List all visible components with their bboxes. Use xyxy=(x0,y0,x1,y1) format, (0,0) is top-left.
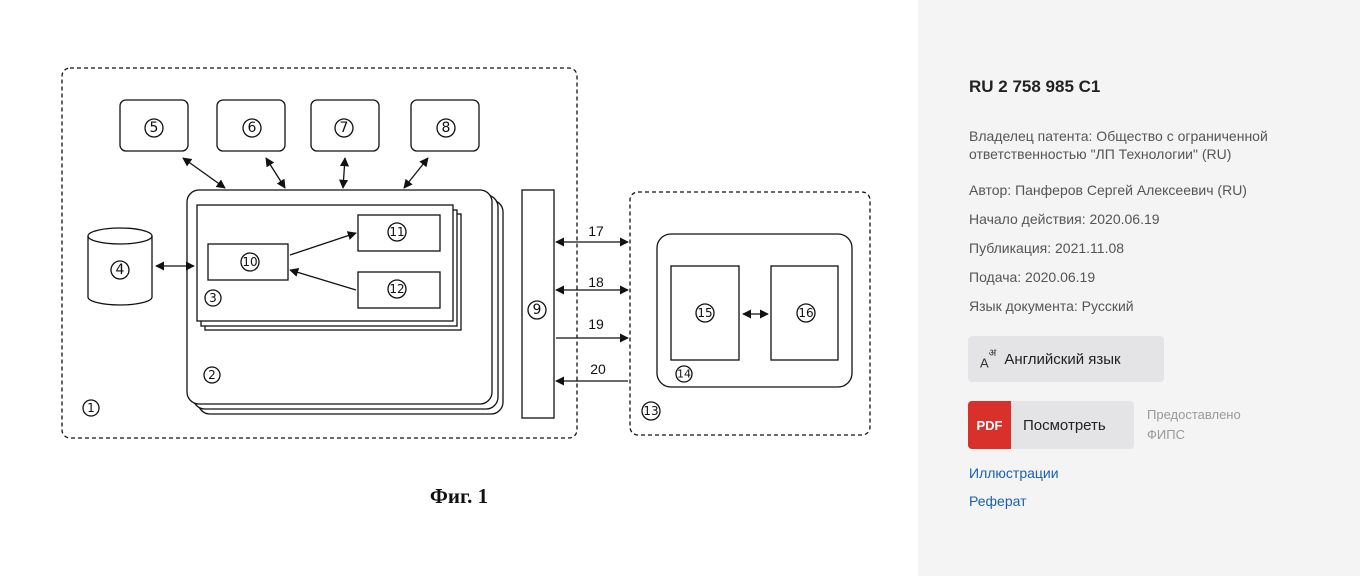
label-5: 5 xyxy=(150,120,159,136)
label-17: 17 xyxy=(588,223,604,239)
database-4 xyxy=(87,236,153,306)
document-language: Язык документа: Русский xyxy=(969,298,1134,314)
publication-date: Публикация: 2021.11.08 xyxy=(969,240,1125,256)
label-19: 19 xyxy=(588,316,604,332)
circle-10 xyxy=(240,252,260,272)
label-11: 11 xyxy=(389,225,404,239)
circle-12 xyxy=(387,279,407,299)
box-8 xyxy=(410,99,480,152)
box-5 xyxy=(119,99,189,152)
circle-16 xyxy=(796,303,816,323)
label-20: 20 xyxy=(590,361,606,377)
circle-2 xyxy=(203,366,221,384)
start-date: Начало действия: 2020.06.19 xyxy=(969,211,1160,227)
circle-11 xyxy=(387,222,407,242)
label-15: 15 xyxy=(697,306,712,320)
circle-4 xyxy=(110,260,130,280)
filing-date: Подача: 2020.06.19 xyxy=(969,269,1096,285)
box-16 xyxy=(770,265,839,361)
label-12: 12 xyxy=(389,282,404,296)
label-1: 1 xyxy=(87,401,95,415)
patent-author: Автор: Панферов Сергей Алексеевич (RU) xyxy=(969,182,1247,198)
figure-caption: Фиг. 1 xyxy=(429,484,489,508)
view-pdf-button[interactable]: PDF Посмотреть xyxy=(968,401,1134,449)
label-18: 18 xyxy=(588,274,604,290)
box-3 xyxy=(196,204,454,322)
box-7 xyxy=(310,99,380,152)
system-13-boundary xyxy=(629,191,871,436)
circle-15 xyxy=(695,303,715,323)
bus-9 xyxy=(521,189,555,419)
illustrations-link[interactable]: Иллюстрации xyxy=(969,465,1059,481)
label-4: 4 xyxy=(116,262,125,278)
circle-9 xyxy=(527,300,547,320)
label-7: 7 xyxy=(340,120,349,136)
circle-6 xyxy=(242,118,262,138)
label-16: 16 xyxy=(798,306,813,320)
label-2: 2 xyxy=(208,368,216,382)
label-13: 13 xyxy=(643,404,658,418)
circle-8 xyxy=(436,118,456,138)
box-12 xyxy=(357,271,441,309)
label-8: 8 xyxy=(442,120,451,136)
patent-figure: 5 6 7 8 4 10 11 12 3 2 1 9 15 16 14 13 1… xyxy=(61,67,871,508)
patent-info-panel: RU 2 758 985 C1 Владелец патента: Общест… xyxy=(918,0,1360,576)
patent-diagram: 5 6 7 8 4 10 11 12 3 2 1 9 15 16 14 13 1… xyxy=(61,67,871,439)
label-14: 14 xyxy=(677,368,691,381)
circle-5 xyxy=(144,118,164,138)
box-15 xyxy=(670,265,740,361)
box-11 xyxy=(357,214,441,252)
circle-3 xyxy=(204,289,222,307)
circle-7 xyxy=(334,118,354,138)
box-6 xyxy=(216,99,286,152)
label-10: 10 xyxy=(242,255,257,269)
circle-14 xyxy=(675,365,693,383)
label-6: 6 xyxy=(248,120,257,136)
label-3: 3 xyxy=(209,291,217,305)
pdf-icon: PDF xyxy=(968,401,1011,449)
translate-button[interactable]: Aअ Английский язык xyxy=(968,336,1164,382)
view-button-label: Посмотреть xyxy=(1023,416,1106,434)
box-10 xyxy=(207,243,289,281)
abstract-link[interactable]: Реферат xyxy=(969,493,1027,509)
system-1-boundary xyxy=(61,67,578,439)
patent-owner: Владелец патента: Общество с ограниченно… xyxy=(969,128,1268,162)
provided-by-text: Предоставлено ФИПС xyxy=(1147,407,1241,442)
label-9: 9 xyxy=(533,302,542,318)
translate-button-label: Английский язык xyxy=(1004,350,1121,368)
document-number: RU 2 758 985 C1 xyxy=(969,77,1101,96)
box-14 xyxy=(656,233,853,388)
translate-icon: Aअ xyxy=(980,348,997,371)
circle-13 xyxy=(641,401,661,421)
circle-1 xyxy=(82,399,100,417)
